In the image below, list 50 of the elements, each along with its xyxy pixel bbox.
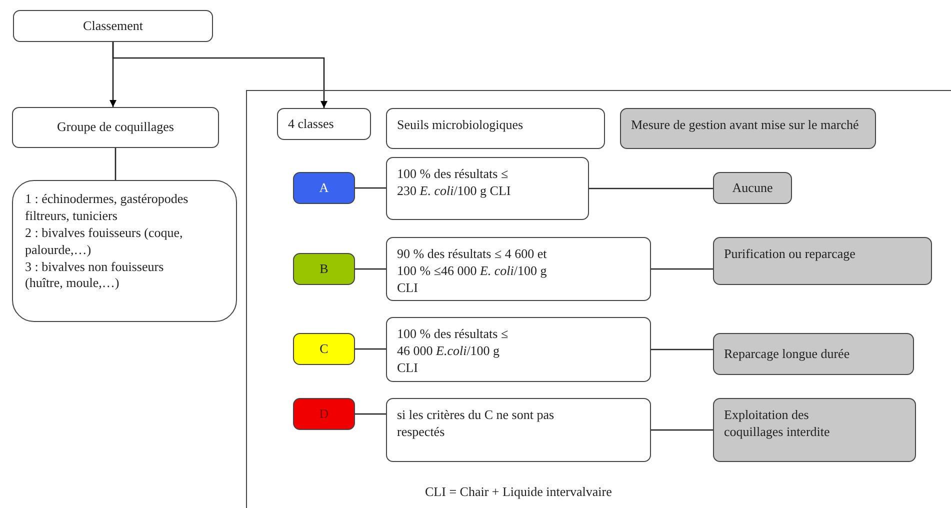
list-box [12,180,237,322]
header-box [620,108,876,149]
criteria-box [386,317,651,382]
box-text: Aucune [732,180,773,196]
box-text: Groupe de coquillages [57,119,174,136]
box-text: B [320,260,328,278]
criteria-box [386,237,651,301]
connector-line [651,429,713,431]
box-text: 100 % des résultats ≤ 230 E. coli/100 g CLI [397,166,512,200]
header-box [277,108,371,140]
criteria-box [386,398,651,462]
connector-line [355,187,386,189]
connector-line [589,188,713,190]
connector-line [651,268,713,270]
box-text: 3 : bivalves non fouisseurs (huître, moule,…) [25,258,165,292]
box-text: 4 classes [288,116,335,132]
process-box [13,10,213,42]
header-box [386,108,605,149]
box-text: Mesure de gestion avant mise sur le marché [631,117,860,134]
measure-box [713,172,792,204]
box-text: Seuils microbiologiques [397,117,524,134]
box-text: A [319,180,329,196]
connector-line [355,268,386,270]
arrow [112,42,328,108]
box-text: 90 % des résultats ≤ 4 600 et 100 % ≤46 000 E. coli/100 g CLI [397,246,548,297]
measure-box [713,333,914,375]
connector-line [355,413,386,415]
panel-frame [246,90,951,508]
measure-box [713,398,916,462]
class-box [293,253,355,285]
class-box [293,398,355,430]
box-text: D [319,406,329,422]
box-text: Purification ou reparcage [724,246,856,263]
box-text: si les critères du C ne sont pas respectés [397,407,556,441]
class-box [293,333,355,365]
box-text: Exploitation des coquillages interdite [724,407,831,441]
class-box [293,172,355,204]
connector-line [651,348,713,350]
criteria-box [386,157,589,220]
box-text: 1 : échinodermes, gastéropodes filtreurs, tuniciers [25,191,190,225]
connector-line [114,148,116,180]
box-text: 2 : bivalves fouisseurs (coque, palourde,…) [25,224,184,259]
measure-box [713,237,932,285]
footnote: CLI = Chair + Liquide intervalvaire [425,484,612,500]
box-text: Classement [83,18,143,34]
connector-line [355,348,386,350]
box-text: C [320,340,328,358]
process-box [12,107,219,148]
box-text: Reparcage longue durée [724,346,851,362]
box-text: 100 % des résultats ≤ 46 000 E.coli/100 g CLI [397,326,510,377]
